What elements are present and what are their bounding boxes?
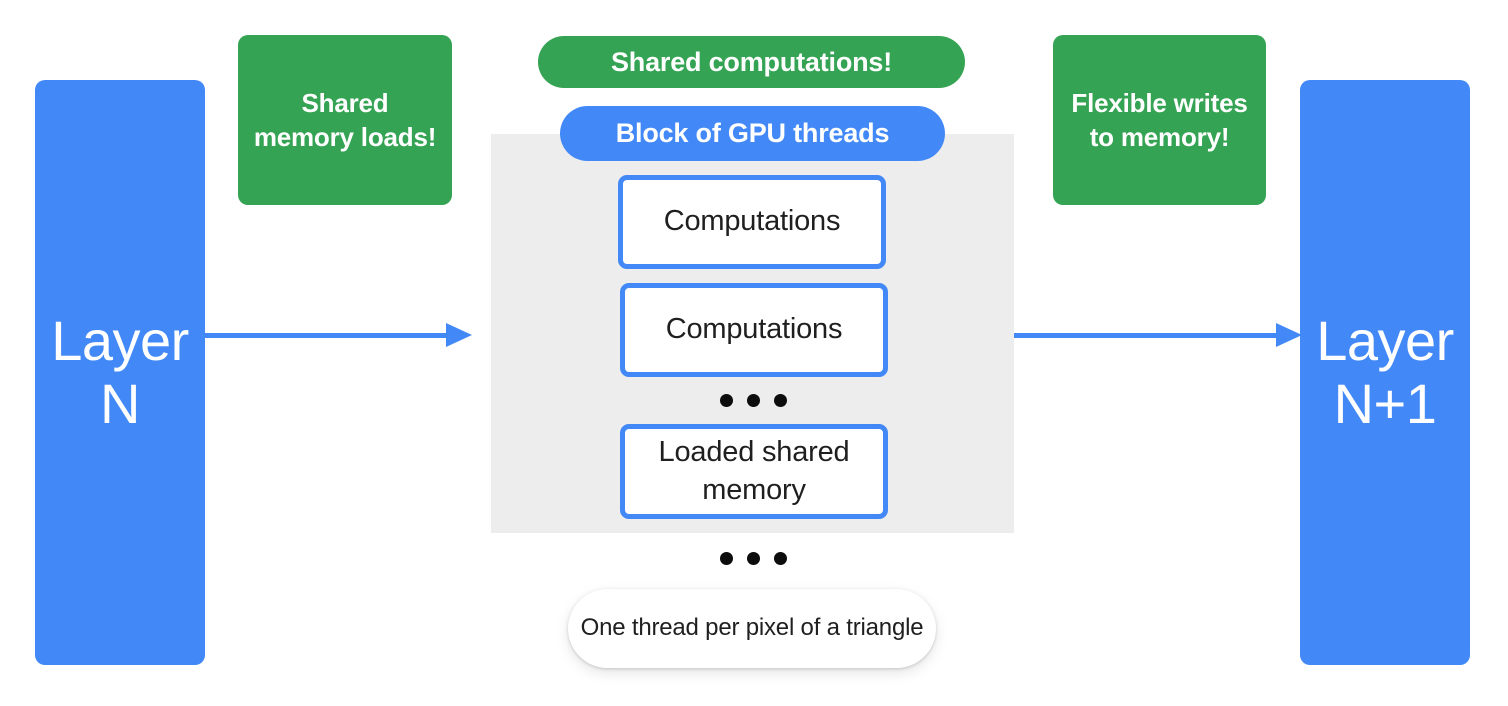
dot-icon bbox=[720, 394, 733, 407]
arrow-layer-n-to-block-icon bbox=[205, 321, 472, 351]
pill-block-of-gpu-threads: Block of GPU threads bbox=[560, 106, 945, 161]
callout-flexible-writes-label: Flexible writes to memory! bbox=[1071, 87, 1248, 152]
arrow-head bbox=[446, 323, 472, 347]
dot-icon bbox=[774, 394, 787, 407]
callout-shared-memory-loads-label: Shared memory loads! bbox=[253, 87, 437, 152]
thread-caption-label: One thread per pixel of a triangle bbox=[580, 614, 924, 642]
thread-caption-pill: One thread per pixel of a triangle bbox=[568, 589, 936, 668]
outer-ellipsis-dots bbox=[720, 552, 787, 565]
pill-block-of-gpu-threads-label: Block of GPU threads bbox=[615, 118, 890, 148]
thread-box-label: Loaded shared memory bbox=[658, 436, 850, 506]
callout-flexible-writes: Flexible writes to memory! bbox=[1053, 35, 1266, 205]
arrow-shaft bbox=[205, 333, 448, 338]
dot-icon bbox=[720, 552, 733, 565]
dot-icon bbox=[747, 552, 760, 565]
callout-shared-memory-loads: Shared memory loads! bbox=[238, 35, 452, 205]
pill-shared-computations: Shared computations! bbox=[538, 36, 965, 88]
dot-icon bbox=[774, 552, 787, 565]
thread-box-label: Computations bbox=[663, 205, 841, 238]
pill-shared-computations-label: Shared computations! bbox=[610, 46, 893, 77]
thread-box: Loaded shared memory bbox=[620, 424, 888, 519]
thread-box-label: Computations bbox=[665, 313, 843, 346]
arrow-head bbox=[1276, 323, 1302, 347]
dot-icon bbox=[747, 394, 760, 407]
thread-box: Computations bbox=[618, 175, 886, 269]
arrow-shaft bbox=[1014, 333, 1278, 338]
arrow-block-to-layer-n-plus-1-icon bbox=[1014, 321, 1302, 351]
thread-box: Computations bbox=[620, 283, 888, 377]
inner-ellipsis-dots bbox=[720, 394, 787, 407]
